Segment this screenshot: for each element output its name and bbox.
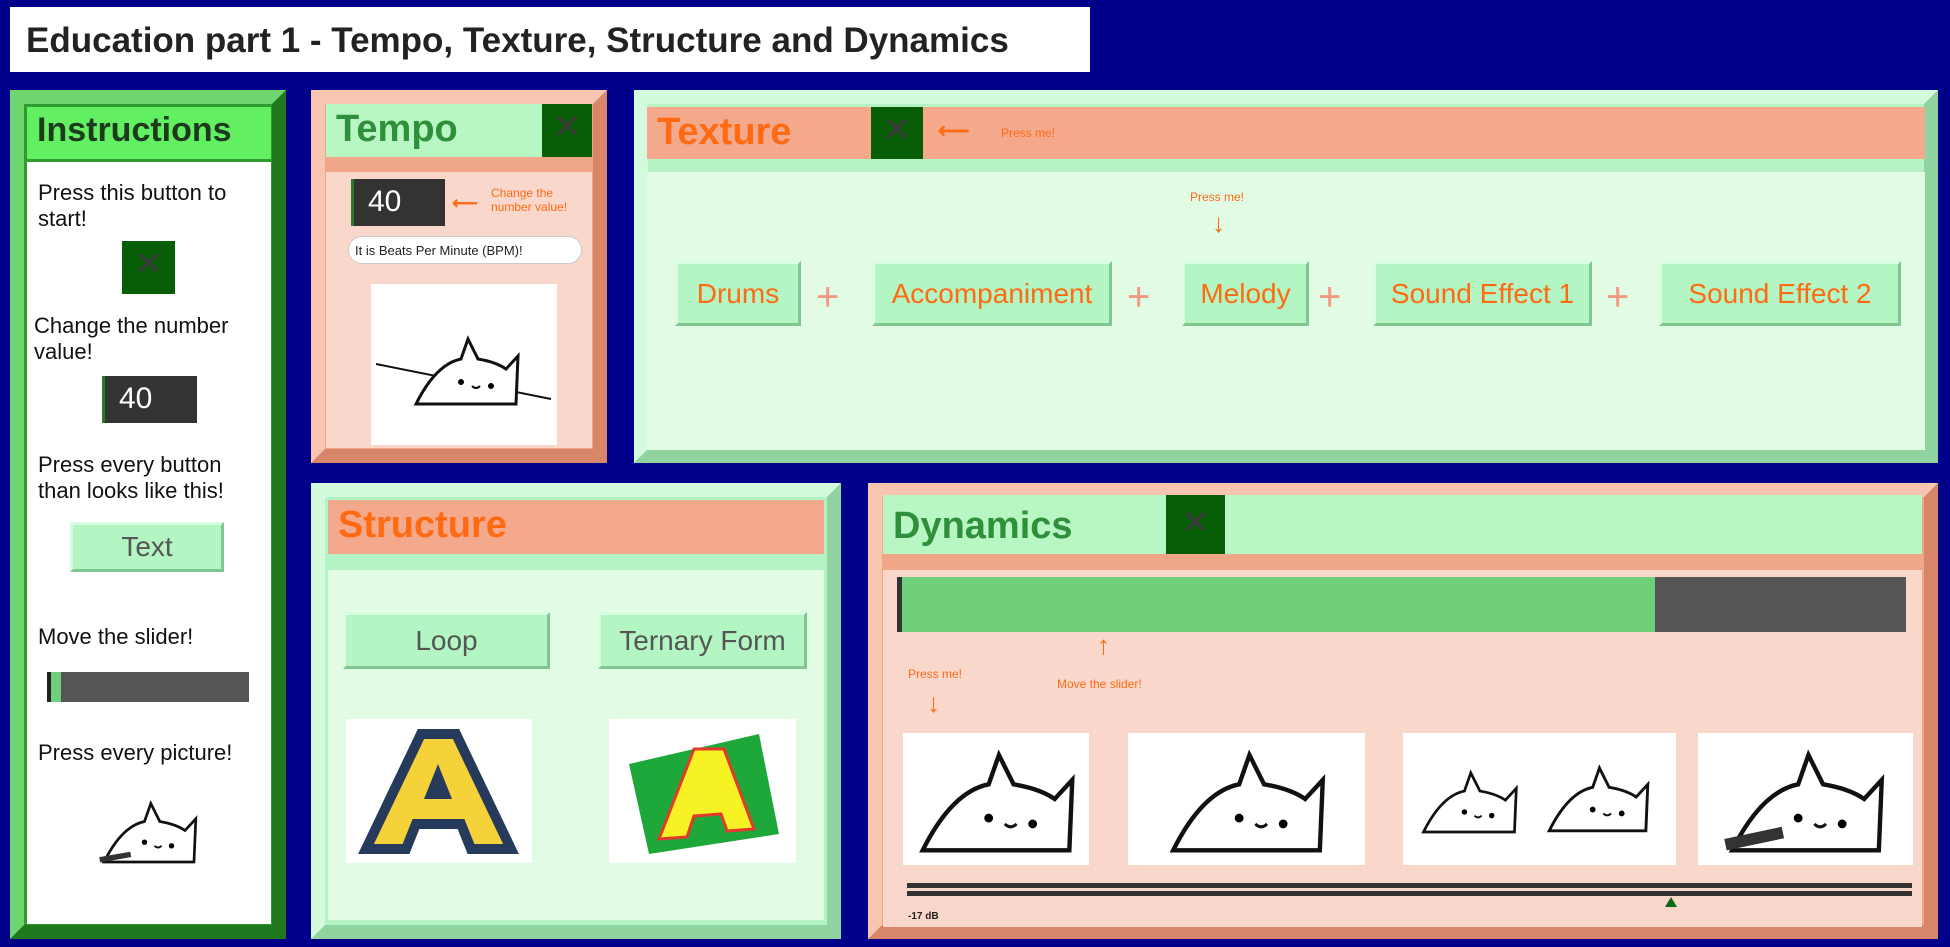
plus-sign: + — [816, 275, 840, 319]
instruction-buttons: Press every button than looks like this! — [38, 452, 224, 503]
accompaniment-button[interactable]: Accompaniment — [872, 261, 1112, 326]
down-arrow-icon: ↓ — [927, 688, 940, 718]
melody-button[interactable]: Melody — [1182, 261, 1309, 326]
texture-press-hint: Press me! — [1001, 126, 1056, 140]
bpm-hint: Change the number value! — [491, 186, 568, 214]
level-meter-bar — [907, 891, 1912, 896]
texture-start-button[interactable]: ✕ — [871, 107, 923, 159]
volume-slider[interactable] — [897, 577, 1906, 632]
x-icon: ✕ — [1181, 504, 1210, 542]
instruction-picture: Press every picture! — [38, 740, 233, 765]
cat-picture-1[interactable] — [903, 733, 1089, 865]
dynamics-heading: Dynamics — [883, 495, 1922, 554]
up-arrow-icon: ↑ — [1097, 630, 1110, 660]
plus-sign: + — [1127, 275, 1151, 319]
plus-sign: + — [1318, 275, 1342, 319]
cat-picture-3[interactable] — [1403, 733, 1676, 865]
instruction-number: Change the number value! — [34, 313, 229, 364]
level-meter-bar — [907, 883, 1912, 888]
ternary-letter-a-picture[interactable] — [609, 719, 796, 863]
tempo-start-button[interactable]: ✕ — [542, 104, 592, 157]
texture-heading: Texture — [647, 107, 1925, 159]
structure-heading: Structure — [328, 500, 824, 554]
instruction-slider: Move the slider! — [38, 624, 194, 649]
x-icon: ✕ — [134, 245, 163, 283]
plus-sign: + — [1606, 275, 1630, 319]
slider-hint: Move the slider! — [1057, 677, 1142, 691]
x-icon: ✕ — [882, 111, 912, 149]
drums-button[interactable]: Drums — [675, 261, 801, 326]
loop-button[interactable]: Loop — [343, 612, 550, 669]
x-icon: ✕ — [552, 108, 582, 146]
instructions-heading: Instructions — [27, 107, 271, 159]
number-input-sample[interactable]: 40 — [102, 376, 197, 423]
picture-press-hint: Press me! — [908, 667, 963, 681]
down-arrow-icon: ↓ — [1212, 208, 1225, 238]
bpm-input[interactable]: 40 — [351, 179, 445, 226]
loop-letter-a-picture[interactable] — [346, 719, 532, 863]
instruction-start: Press this button to start! — [38, 180, 227, 231]
tempo-cat-picture[interactable] — [371, 284, 557, 445]
bpm-speech-bubble: It is Beats Per Minute (BPM)! — [348, 236, 582, 264]
melody-hint: Press me! — [1190, 190, 1245, 204]
left-arrow-icon: ⟵ — [938, 118, 970, 143]
cat-picture-2[interactable] — [1128, 733, 1365, 865]
ternary-form-button[interactable]: Ternary Form — [598, 612, 807, 669]
sound-effect-1-button[interactable]: Sound Effect 1 — [1373, 261, 1592, 326]
page-title: Education part 1 - Tempo, Texture, Struc… — [10, 7, 1090, 72]
meter-label: -17 dB — [908, 911, 939, 922]
sound-effect-2-button[interactable]: Sound Effect 2 — [1659, 261, 1901, 326]
meter-marker — [1664, 897, 1677, 907]
sample-slider[interactable] — [47, 672, 249, 702]
dynamics-start-button[interactable]: ✕ — [1166, 495, 1225, 554]
cat-picture-4[interactable] — [1698, 733, 1913, 865]
left-arrow-icon: ⟵ — [452, 193, 478, 213]
sample-text-button[interactable]: Text — [70, 522, 224, 572]
start-button[interactable]: ✕ — [122, 241, 175, 294]
sample-cat-picture[interactable] — [87, 790, 211, 871]
